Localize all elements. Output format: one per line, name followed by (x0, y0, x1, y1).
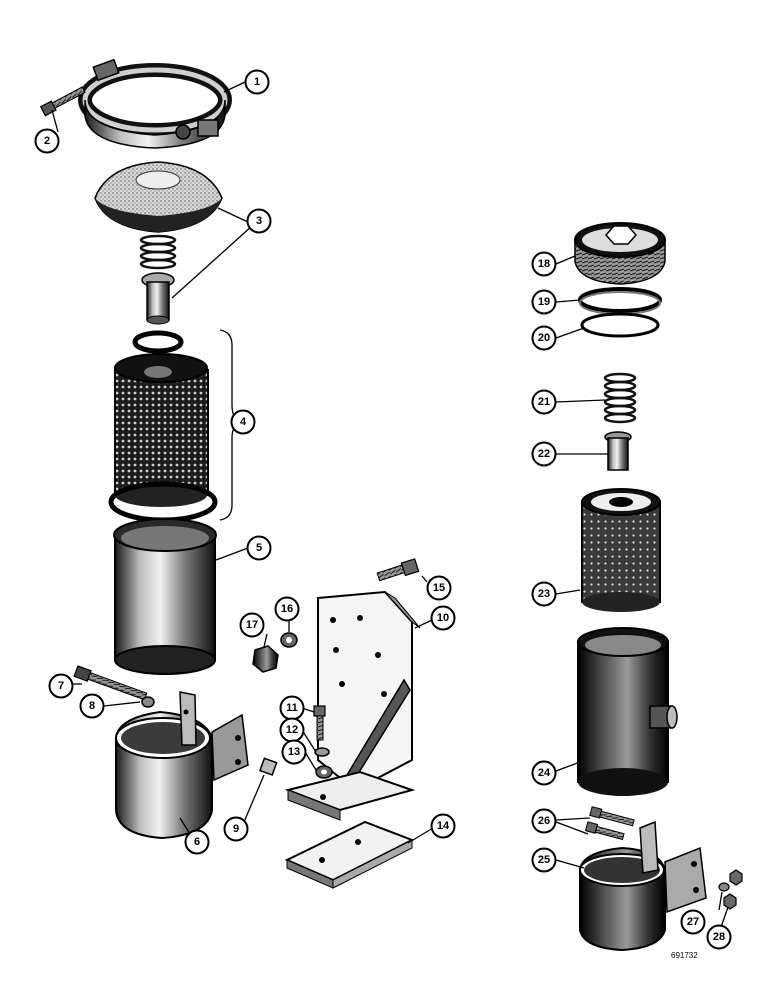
lock-washer-8 (141, 696, 155, 708)
callout-20-label: 20 (538, 332, 550, 344)
callout-9-label: 9 (233, 823, 239, 835)
lower-clamp-bracket (115, 691, 249, 840)
washer-12 (314, 747, 330, 757)
callout-14-label: 14 (437, 820, 450, 832)
lock-washer-16 (280, 632, 298, 648)
callout-7-label: 7 (58, 680, 64, 692)
callout-18: 18 (531, 251, 557, 277)
callout-1-label: 1 (254, 76, 260, 88)
o-ring-20 (580, 312, 660, 338)
callout-7: 7 (48, 673, 74, 699)
callout-3-label: 3 (256, 215, 262, 227)
callout-20: 20 (531, 325, 557, 351)
relief-valve (141, 272, 175, 325)
callout-12: 12 (279, 717, 305, 743)
callout-2-label: 2 (44, 135, 50, 147)
callout-25: 25 (531, 847, 557, 873)
callout-19: 19 (531, 289, 557, 315)
callout-8-label: 8 (89, 700, 95, 712)
callout-17: 17 (239, 612, 265, 638)
bolt-11 (313, 705, 326, 741)
callout-16: 16 (274, 596, 300, 622)
callout-27: 27 (680, 909, 706, 935)
filter-element (108, 330, 218, 523)
valve-22 (604, 431, 632, 471)
callout-10-label: 10 (437, 612, 449, 624)
callout-5: 5 (246, 535, 272, 561)
square-nut (259, 757, 278, 776)
callout-6-label: 6 (194, 836, 200, 848)
callout-18-label: 18 (538, 258, 550, 270)
bracket-bolt (376, 558, 420, 582)
callout-6: 6 (184, 829, 210, 855)
callout-10: 10 (430, 605, 456, 631)
cover-spring (139, 234, 177, 270)
clamp-band (78, 58, 232, 149)
filter-cover (94, 161, 223, 233)
callout-11: 11 (279, 695, 305, 721)
callout-4: 4 (230, 409, 256, 435)
callout-19-label: 19 (538, 296, 550, 308)
callout-24-label: 24 (538, 767, 551, 779)
filter-element-23 (581, 488, 661, 612)
callout-24: 24 (531, 760, 557, 786)
nut-13 (315, 765, 333, 779)
callout-11-label: 11 (286, 702, 298, 714)
filter-shell (113, 518, 217, 675)
callout-12-label: 12 (286, 724, 298, 736)
callout-28-label: 28 (713, 931, 725, 943)
callout-5-label: 5 (256, 542, 262, 554)
filter-housing (577, 627, 678, 796)
figure-code: 691732 (671, 951, 698, 960)
callout-21: 21 (531, 389, 557, 415)
callout-17-label: 17 (246, 619, 258, 631)
mounting-bolt-long (73, 665, 148, 701)
filter-cap (574, 222, 666, 285)
callout-26: 26 (531, 808, 557, 834)
spring-21 (603, 372, 637, 424)
callout-2: 2 (34, 128, 60, 154)
callout-13-label: 13 (288, 746, 300, 758)
callout-13: 13 (281, 739, 307, 765)
callout-22-label: 22 (538, 448, 550, 460)
washer-27 (718, 882, 730, 892)
callout-28: 28 (706, 924, 732, 950)
mounting-bracket (284, 590, 421, 821)
nut-28 (723, 869, 743, 910)
callout-15-label: 15 (433, 582, 445, 594)
callout-22: 22 (531, 441, 557, 467)
callout-3: 3 (246, 208, 272, 234)
base-plate (284, 820, 415, 889)
clamp-bracket-25 (579, 820, 707, 952)
callout-1: 1 (244, 69, 270, 95)
callout-4-label: 4 (240, 416, 247, 428)
callout-26-label: 26 (538, 815, 550, 827)
callout-9: 9 (223, 816, 249, 842)
callout-14: 14 (430, 813, 456, 839)
callout-23: 23 (531, 581, 557, 607)
callout-27-label: 27 (687, 916, 699, 928)
hex-nut-17 (252, 645, 279, 673)
callout-21-label: 21 (538, 396, 550, 408)
callout-23-label: 23 (538, 588, 550, 600)
callout-15: 15 (426, 575, 452, 601)
callout-16-label: 16 (281, 603, 293, 615)
callout-8: 8 (79, 693, 105, 719)
clamp-bolts (584, 806, 635, 841)
callout-25-label: 25 (538, 854, 550, 866)
gasket-19 (578, 287, 662, 315)
